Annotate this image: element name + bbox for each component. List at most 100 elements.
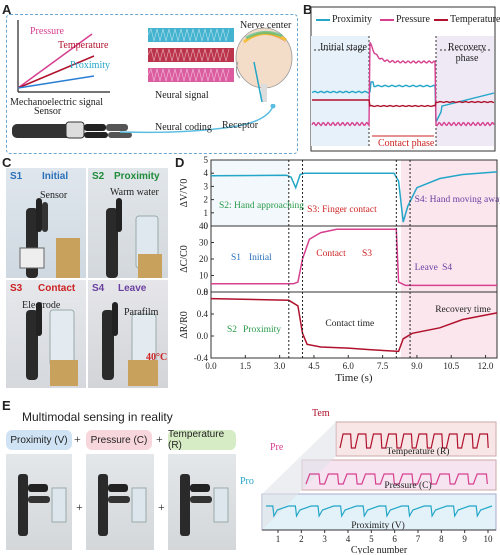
initial-shade xyxy=(211,160,289,226)
tag-pre: Pre xyxy=(270,442,284,453)
y-tick-label: 20 xyxy=(199,254,209,264)
plus-2: + xyxy=(156,432,163,446)
series-line xyxy=(211,228,497,287)
x-tick-label: 6 xyxy=(392,534,397,544)
sensor-label: Sensor xyxy=(34,106,62,117)
x-tick-label: 2 xyxy=(299,534,304,544)
x-tick-label: 5 xyxy=(369,534,374,544)
ann-s4: S4: Hand moving away xyxy=(415,195,500,205)
ann-recovery-time: Recovery time xyxy=(435,305,491,315)
panel-e-title: Multimodal sensing in reality xyxy=(22,410,173,424)
y-tick-label: 0.4 xyxy=(197,309,209,319)
tile-s2-name: Proximity xyxy=(114,171,160,182)
ann-contact-time: Contact time xyxy=(325,319,374,329)
neural-coding-label: Neural coding xyxy=(155,122,212,133)
robot-hand-sketch xyxy=(12,121,132,139)
panel-e-hands xyxy=(18,474,229,536)
tile-s2-note: Warm water xyxy=(110,187,159,198)
pill-temperature: Temperature (R) xyxy=(168,429,236,451)
label-temperature: Temperature (R) xyxy=(387,446,450,457)
x-tick-label: 3 xyxy=(322,534,327,544)
legend-temperature: Temperature xyxy=(450,14,500,25)
robot-hands-photos xyxy=(19,198,162,386)
x-tick-label: 9.0 xyxy=(411,361,423,371)
mechanoelectric-graph xyxy=(17,20,110,93)
ann-contact: Contact xyxy=(316,249,346,259)
plane-side xyxy=(262,422,336,530)
neural-caption: Neural signal xyxy=(155,90,209,101)
ann-s2: S2: Hand approaching xyxy=(219,201,304,211)
series-line xyxy=(210,171,498,223)
tile-s1-note: Sensor xyxy=(40,190,68,201)
x-tick-label: 8 xyxy=(439,534,444,544)
subplot-frame xyxy=(210,291,498,359)
y-tick-label: 30 xyxy=(199,238,209,248)
panel-e-label: E xyxy=(2,398,11,413)
y-tick-label: 10 xyxy=(199,271,209,281)
ann-s3b: S3 xyxy=(362,249,372,259)
panel-a-label: A xyxy=(2,2,12,17)
legend-pressure: Pressure xyxy=(396,14,430,25)
panel-b-label: B xyxy=(303,2,313,17)
panel-c-label: C xyxy=(2,155,12,170)
ann-initial: Initial xyxy=(249,253,272,263)
tile-s1-tag: S1 xyxy=(10,171,23,182)
tile-s3-note: Electrode xyxy=(22,300,61,311)
neural-signal-graph xyxy=(148,28,234,82)
x-tick-label: 9 xyxy=(462,534,467,544)
panel-b-chart xyxy=(310,6,496,152)
x-tick-label: 3.0 xyxy=(274,361,286,371)
x-axis-label: Cycle number xyxy=(351,545,408,554)
ann-proximity: Proximity xyxy=(243,325,281,335)
y-tick-label: 0 xyxy=(204,221,209,231)
x-axis-label: Time (s) xyxy=(335,372,373,384)
wave-proximity xyxy=(266,505,493,518)
ann-s2b: S2 xyxy=(227,325,237,335)
pill-proximity: Proximity (V) xyxy=(6,430,72,450)
x-tick-label: 10.5 xyxy=(443,361,459,371)
tile-s2-tag: S2 xyxy=(92,171,105,182)
plus-3: + xyxy=(76,500,83,514)
y-tick-label: 0.8 xyxy=(197,287,209,297)
tile-s4-tag: S4 xyxy=(92,283,105,294)
head-illustration xyxy=(235,27,293,103)
tile-s1-name: Initial xyxy=(42,171,69,182)
y-axis-label: ΔC/C0 xyxy=(179,245,190,273)
series-line xyxy=(210,297,498,353)
y-tick-label: -0.4 xyxy=(194,353,209,363)
mech-temperature-label: Temperature xyxy=(58,40,109,51)
initial-stage-label: Initial stage xyxy=(320,42,367,53)
x-tick-label: 10 xyxy=(484,534,494,544)
contact-phase-label: Contact phase xyxy=(378,138,435,149)
x-tick-label: 4.5 xyxy=(308,361,320,371)
y-tick-label: 2 xyxy=(204,195,209,205)
neural-coding-line xyxy=(119,104,276,134)
tile-s3-tag: S3 xyxy=(10,283,23,294)
mech-caption: Mechanoelectric signal xyxy=(10,97,104,108)
receptor-label: Receptor xyxy=(222,120,259,131)
x-tick-label: 1.5 xyxy=(240,361,252,371)
pill-pressure: Pressure (C) xyxy=(86,430,152,450)
temp-label: 40°C xyxy=(146,352,168,363)
ann-s4b: S4 xyxy=(442,263,452,273)
tile-s4-note: Parafilm xyxy=(124,307,159,318)
recovery-phase-label: Recovery phase xyxy=(447,42,487,64)
x-tick-label: 12.0 xyxy=(478,361,494,371)
y-tick-label: 40 xyxy=(199,221,209,231)
y-tick-label: 0.0 xyxy=(197,331,209,341)
legend-proximity: Proximity xyxy=(332,14,373,25)
x-tick-label: 4 xyxy=(346,534,351,544)
y-tick-label: 0 xyxy=(204,287,209,297)
tile-s4-name: Leave xyxy=(118,283,147,294)
y-axis-label: ΔV/V0 xyxy=(179,179,190,208)
wave-temperature xyxy=(339,433,489,449)
panel-d-chart: 012345ΔV/V0010203040ΔC/C0-0.40.00.40.8ΔR… xyxy=(179,156,500,384)
plus-4: + xyxy=(158,500,165,514)
ann-leave: Leave xyxy=(415,263,438,273)
nerve-center-label: Nerve center xyxy=(240,20,292,31)
mech-proximity-label: Proximity xyxy=(70,60,111,71)
tag-pro: Pro xyxy=(240,476,254,487)
x-tick-label: 6.0 xyxy=(343,361,355,371)
mech-pressure-label: Pressure xyxy=(30,26,64,37)
y-tick-label: 3 xyxy=(204,181,209,191)
